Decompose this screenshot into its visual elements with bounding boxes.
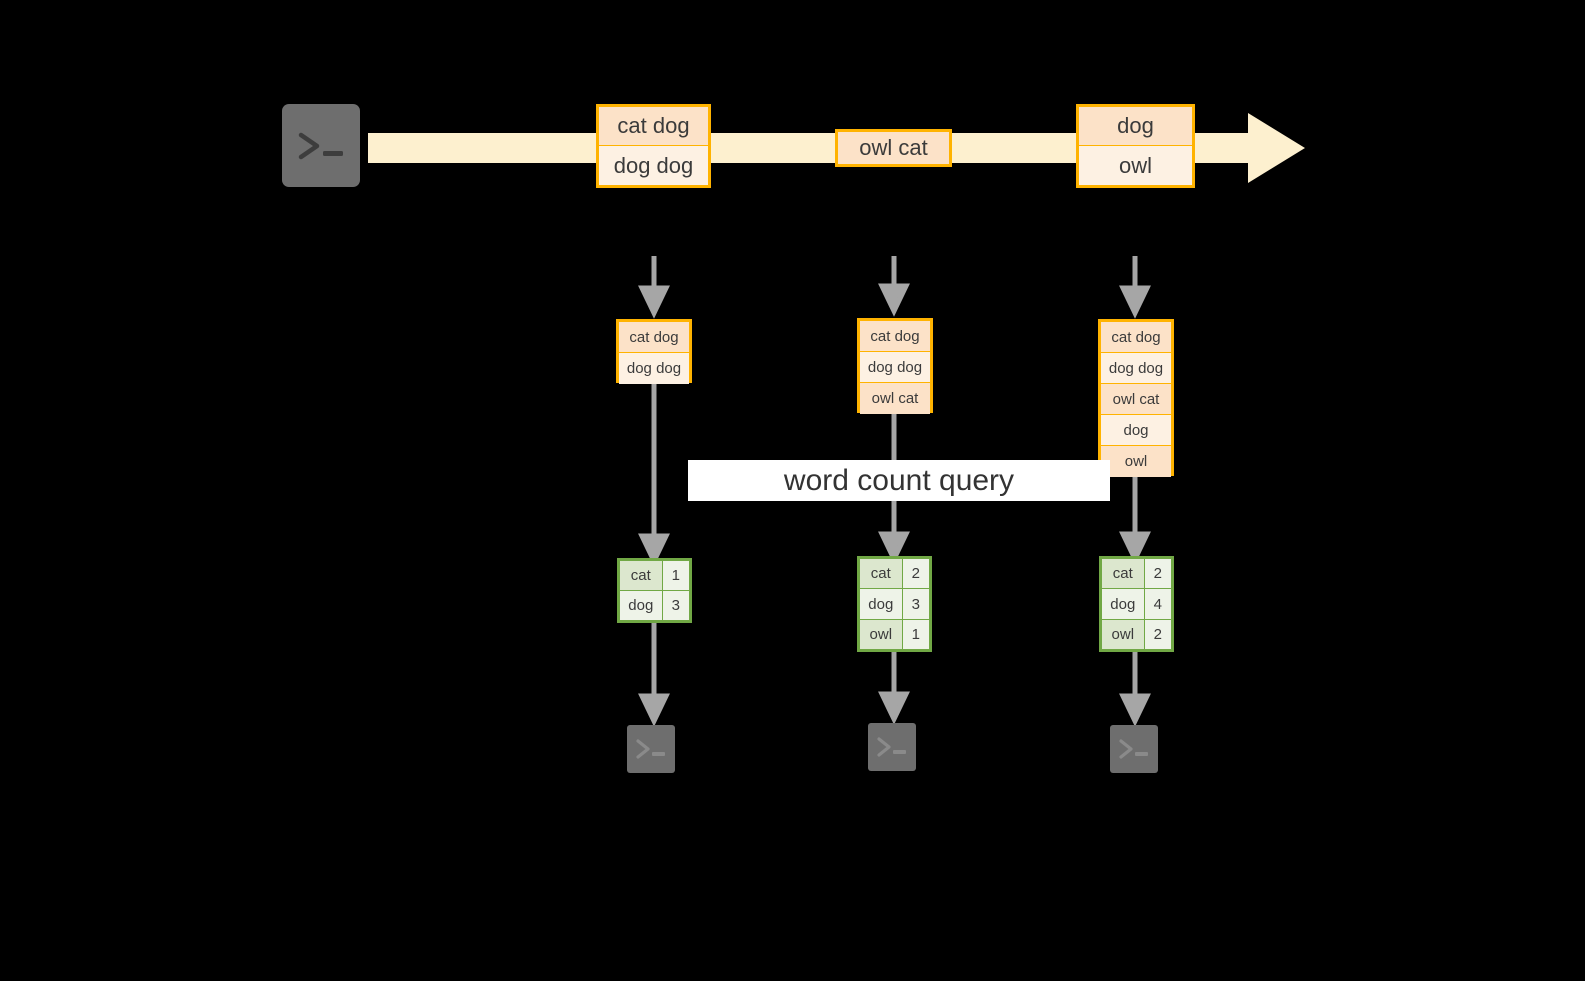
table-row: dog 3 bbox=[618, 590, 692, 622]
batch-record: cat dog bbox=[619, 322, 689, 353]
word-cell: dog bbox=[618, 590, 663, 622]
terminal-prompt-glyph bbox=[282, 104, 360, 187]
count-cell: 1 bbox=[901, 619, 932, 651]
sink-arrows bbox=[638, 622, 1151, 727]
count-cell: 2 bbox=[901, 557, 932, 589]
table-row: dog 3 bbox=[858, 588, 932, 620]
table-row: cat 1 bbox=[618, 559, 692, 591]
word-cell: owl bbox=[858, 619, 903, 651]
table-row: dog 4 bbox=[1100, 588, 1174, 620]
batch-record: cat dog bbox=[860, 321, 930, 352]
terminal-prompt-glyph bbox=[1110, 725, 1158, 773]
batch-record: dog dog bbox=[1101, 353, 1171, 384]
batch-record: dog dog bbox=[860, 352, 930, 383]
batch-3-sink-terminal-icon[interactable] bbox=[1103, 718, 1165, 780]
stream-group-1[interactable]: cat dog dog dog bbox=[596, 104, 711, 188]
stream-group-3[interactable]: dog owl bbox=[1076, 104, 1195, 188]
batch-2-records[interactable]: cat dog dog dog owl cat bbox=[857, 318, 933, 414]
stream-group-2[interactable]: owl cat bbox=[835, 129, 952, 167]
word-cell: cat bbox=[618, 559, 663, 591]
batch-2-result-table[interactable]: cat 2 dog 3 owl 1 bbox=[857, 556, 932, 652]
source-terminal-icon[interactable] bbox=[275, 97, 367, 194]
stream-record: dog bbox=[1079, 107, 1192, 146]
batch-3-result-table[interactable]: cat 2 dog 4 owl 2 bbox=[1099, 556, 1174, 652]
batch-3-records[interactable]: cat dog dog dog owl cat dog owl bbox=[1098, 319, 1174, 477]
batch-record: dog dog bbox=[619, 353, 689, 384]
word-cell: dog bbox=[858, 588, 903, 620]
batch-record: dog bbox=[1101, 415, 1171, 446]
batch-trigger-arrows bbox=[638, 256, 1151, 319]
count-cell: 2 bbox=[1143, 557, 1174, 589]
stream-record: owl cat bbox=[838, 132, 949, 164]
table-row: owl 1 bbox=[858, 619, 932, 651]
word-cell: owl bbox=[1100, 619, 1145, 651]
count-cell: 3 bbox=[661, 590, 692, 622]
query-label-text: word count query bbox=[783, 463, 1015, 497]
batch-record: cat dog bbox=[1101, 322, 1171, 353]
stream-record: cat dog bbox=[599, 107, 708, 146]
table-row: owl 2 bbox=[1100, 619, 1174, 651]
query-label: word count query bbox=[688, 460, 1110, 501]
table-row: cat 2 bbox=[858, 557, 932, 589]
stream-record: owl bbox=[1079, 146, 1192, 185]
terminal-prompt-glyph bbox=[627, 725, 675, 773]
batch-record: owl cat bbox=[860, 383, 930, 414]
word-cell: cat bbox=[858, 557, 903, 589]
batch-record: owl bbox=[1101, 446, 1171, 477]
count-cell: 2 bbox=[1143, 619, 1174, 651]
count-cell: 1 bbox=[661, 559, 692, 591]
table-row: cat 2 bbox=[1100, 557, 1174, 589]
batch-1-sink-terminal-icon[interactable] bbox=[620, 718, 682, 780]
batch-2-sink-terminal-icon[interactable] bbox=[861, 716, 923, 778]
stream-record: dog dog bbox=[599, 146, 708, 185]
batch-1-records[interactable]: cat dog dog dog bbox=[616, 319, 692, 384]
batch-record: owl cat bbox=[1101, 384, 1171, 415]
terminal-prompt-glyph bbox=[868, 723, 916, 771]
batch-1-result-table[interactable]: cat 1 dog 3 bbox=[617, 558, 692, 623]
count-cell: 4 bbox=[1143, 588, 1174, 620]
count-cell: 3 bbox=[901, 588, 932, 620]
word-cell: cat bbox=[1100, 557, 1145, 589]
word-cell: dog bbox=[1100, 588, 1145, 620]
